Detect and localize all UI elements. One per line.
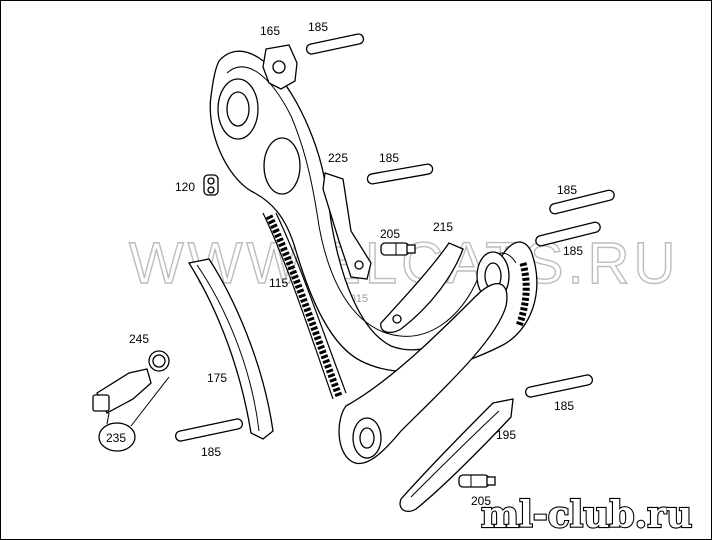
pin-185-b bbox=[366, 163, 434, 185]
callout-circle-235 bbox=[98, 422, 136, 452]
part-215 bbox=[380, 242, 464, 334]
pin-185-f bbox=[174, 418, 244, 442]
callout-185-f: 185 bbox=[201, 445, 221, 459]
callout-205-upper: 205 bbox=[380, 227, 400, 241]
bolt-205-lower bbox=[458, 474, 496, 488]
bolt-205-upper bbox=[380, 242, 416, 256]
lower-chain-loop bbox=[338, 283, 508, 464]
camshaft-sprocket-lower bbox=[263, 137, 301, 195]
callout-235: 235 bbox=[106, 431, 126, 445]
callout-195: 195 bbox=[496, 428, 516, 442]
part-175 bbox=[187, 258, 274, 440]
part-235 bbox=[92, 368, 152, 414]
part-120 bbox=[203, 174, 219, 196]
callout-115: 115 bbox=[269, 276, 288, 290]
callout-185-c: 185 bbox=[557, 183, 577, 197]
chain-segment-right bbox=[515, 262, 530, 328]
pin-185-c bbox=[549, 189, 615, 215]
callout-185-e: 185 bbox=[554, 399, 574, 413]
callout-225: 225 bbox=[328, 151, 348, 165]
callout-185-b: 185 bbox=[379, 151, 399, 165]
timing-chain-115 bbox=[265, 214, 343, 398]
callout-165: 165 bbox=[260, 24, 280, 38]
part-225 bbox=[322, 172, 372, 280]
callout-120: 120 bbox=[175, 180, 195, 194]
club-watermark: ml-club.ru bbox=[481, 494, 692, 536]
callout-185-a: 185 bbox=[308, 20, 328, 34]
pin-185-d bbox=[535, 221, 601, 247]
callout-245: 245 bbox=[129, 332, 149, 346]
pin-185-a bbox=[305, 33, 365, 55]
callout-215: 215 bbox=[433, 220, 453, 234]
part-195 bbox=[399, 398, 514, 513]
pin-185-e bbox=[524, 374, 594, 398]
callout-175: 175 bbox=[207, 371, 227, 385]
callout-205-lower: 205 bbox=[471, 494, 491, 508]
callout-185-d: 185 bbox=[563, 244, 583, 258]
